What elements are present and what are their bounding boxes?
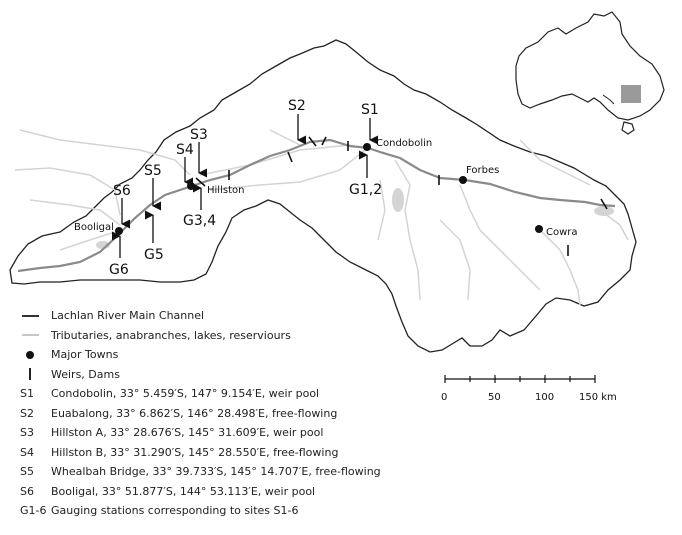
- main-channel-swatch: [22, 314, 39, 317]
- australia-outline: [515, 11, 665, 121]
- legend-site-code: S1: [20, 387, 34, 400]
- legend-site-code: S2: [20, 406, 34, 420]
- legend-site-code: S3: [20, 426, 34, 439]
- legend-site-text: Booligal, 33° 51.877′S, 144° 53.113′E, w…: [51, 484, 316, 498]
- scale-tick-100: 100: [535, 392, 554, 403]
- legend-row-site: S3 Hillston A, 33° 28.676′S, 145° 31.609…: [20, 423, 420, 443]
- site-label-s3: S3: [190, 127, 208, 143]
- gauge-label-g34: G3,4: [183, 213, 216, 229]
- scale-bar: [444, 375, 596, 383]
- weir-symbol: [29, 368, 31, 381]
- main-channel: [17, 138, 616, 273]
- tributaries: [14, 129, 629, 306]
- town-label-hillston: Hillston: [207, 185, 244, 196]
- town-hillston-dot: [187, 182, 195, 190]
- legend-gauge-text: Gauging stations corresponding to sites …: [51, 504, 299, 517]
- weirs: [195, 136, 608, 256]
- town-label-booligal: Booligal: [74, 222, 114, 233]
- legend-row-site: S2 Euabalong, 33° 6.862′S, 146° 28.498′E…: [20, 404, 420, 424]
- site-label-s5: S5: [144, 163, 162, 179]
- legend-row-weirs: Weirs, Dams: [20, 365, 420, 385]
- legend-gauge-code: G1-6: [20, 504, 47, 517]
- site-label-s2: S2: [288, 98, 306, 114]
- gauge-label-g5: G5: [144, 247, 164, 263]
- legend-site-text: Hillston B, 33° 31.290′S, 145° 28.550′E,…: [51, 445, 339, 459]
- legend-towns-label: Major Towns: [51, 348, 119, 361]
- legend-main-channel-label: Lachlan River Main Channel: [51, 309, 205, 322]
- legend-site-text: Hillston A, 33° 28.676′S, 145° 31.609′E,…: [51, 426, 324, 439]
- tributaries-swatch: [22, 334, 39, 337]
- legend-row-site: S4 Hillston B, 33° 31.290′S, 145° 28.550…: [20, 443, 420, 463]
- australia-inset: [515, 11, 665, 135]
- legend-row-site: S1 Condobolin, 33° 5.459′S, 147° 9.154′E…: [20, 384, 420, 404]
- town-dot-symbol: [26, 350, 34, 359]
- legend-row-main-channel: Lachlan River Main Channel: [20, 306, 420, 326]
- site-label-s4: S4: [176, 142, 194, 158]
- town-cowra-dot: [535, 225, 543, 233]
- site-label-s6: S6: [113, 183, 131, 199]
- legend-row-site: S5 Whealbah Bridge, 33° 39.733′S, 145° 1…: [20, 462, 420, 482]
- scale-tick-150: 150 km: [579, 392, 617, 403]
- scale-tick-50: 50: [488, 392, 501, 403]
- legend-site-text: Euabalong, 33° 6.862′S, 146° 28.498′E, f…: [51, 406, 338, 420]
- study-area-highlight: [621, 85, 641, 103]
- legend-row-gauges: G1-6 Gauging stations corresponding to s…: [20, 501, 420, 521]
- town-forbes-dot: [459, 176, 467, 184]
- legend-site-text: Whealbah Bridge, 33° 39.733′S, 145° 14.7…: [51, 465, 381, 478]
- legend-row-tributaries: Tributaries, anabranches, lakes, reservi…: [20, 326, 420, 346]
- gauge-label-g6: G6: [109, 262, 129, 278]
- legend-row-site: S6 Booligal, 33° 51.877′S, 144° 53.113′E…: [20, 482, 420, 502]
- town-condobolin-dot: [363, 143, 371, 151]
- map-legend: Lachlan River Main Channel Tributaries, …: [20, 306, 420, 521]
- tasmania-outline: [621, 121, 635, 135]
- lakes: [96, 188, 614, 249]
- town-booligal-dot: [115, 227, 123, 235]
- legend-row-towns: Major Towns: [20, 345, 420, 365]
- legend-site-text: Condobolin, 33° 5.459′S, 147° 9.154′E, w…: [51, 387, 320, 400]
- legend-tributaries-label: Tributaries, anabranches, lakes, reservi…: [51, 328, 291, 342]
- legend-site-code: S5: [20, 465, 34, 478]
- town-label-condobolin: Condobolin: [376, 138, 432, 149]
- gauge-arrows: [111, 150, 368, 258]
- legend-site-code: S4: [20, 445, 34, 459]
- legend-weirs-label: Weirs, Dams: [51, 367, 120, 381]
- gauge-label-g12: G1,2: [349, 182, 382, 198]
- site-label-s1: S1: [361, 102, 379, 118]
- town-label-cowra: Cowra: [546, 227, 578, 238]
- catchment-boundary: [9, 39, 637, 353]
- town-label-forbes: Forbes: [466, 165, 499, 176]
- legend-site-code: S6: [20, 484, 34, 498]
- scale-tick-0: 0: [441, 392, 447, 403]
- site-arrows: [121, 114, 379, 229]
